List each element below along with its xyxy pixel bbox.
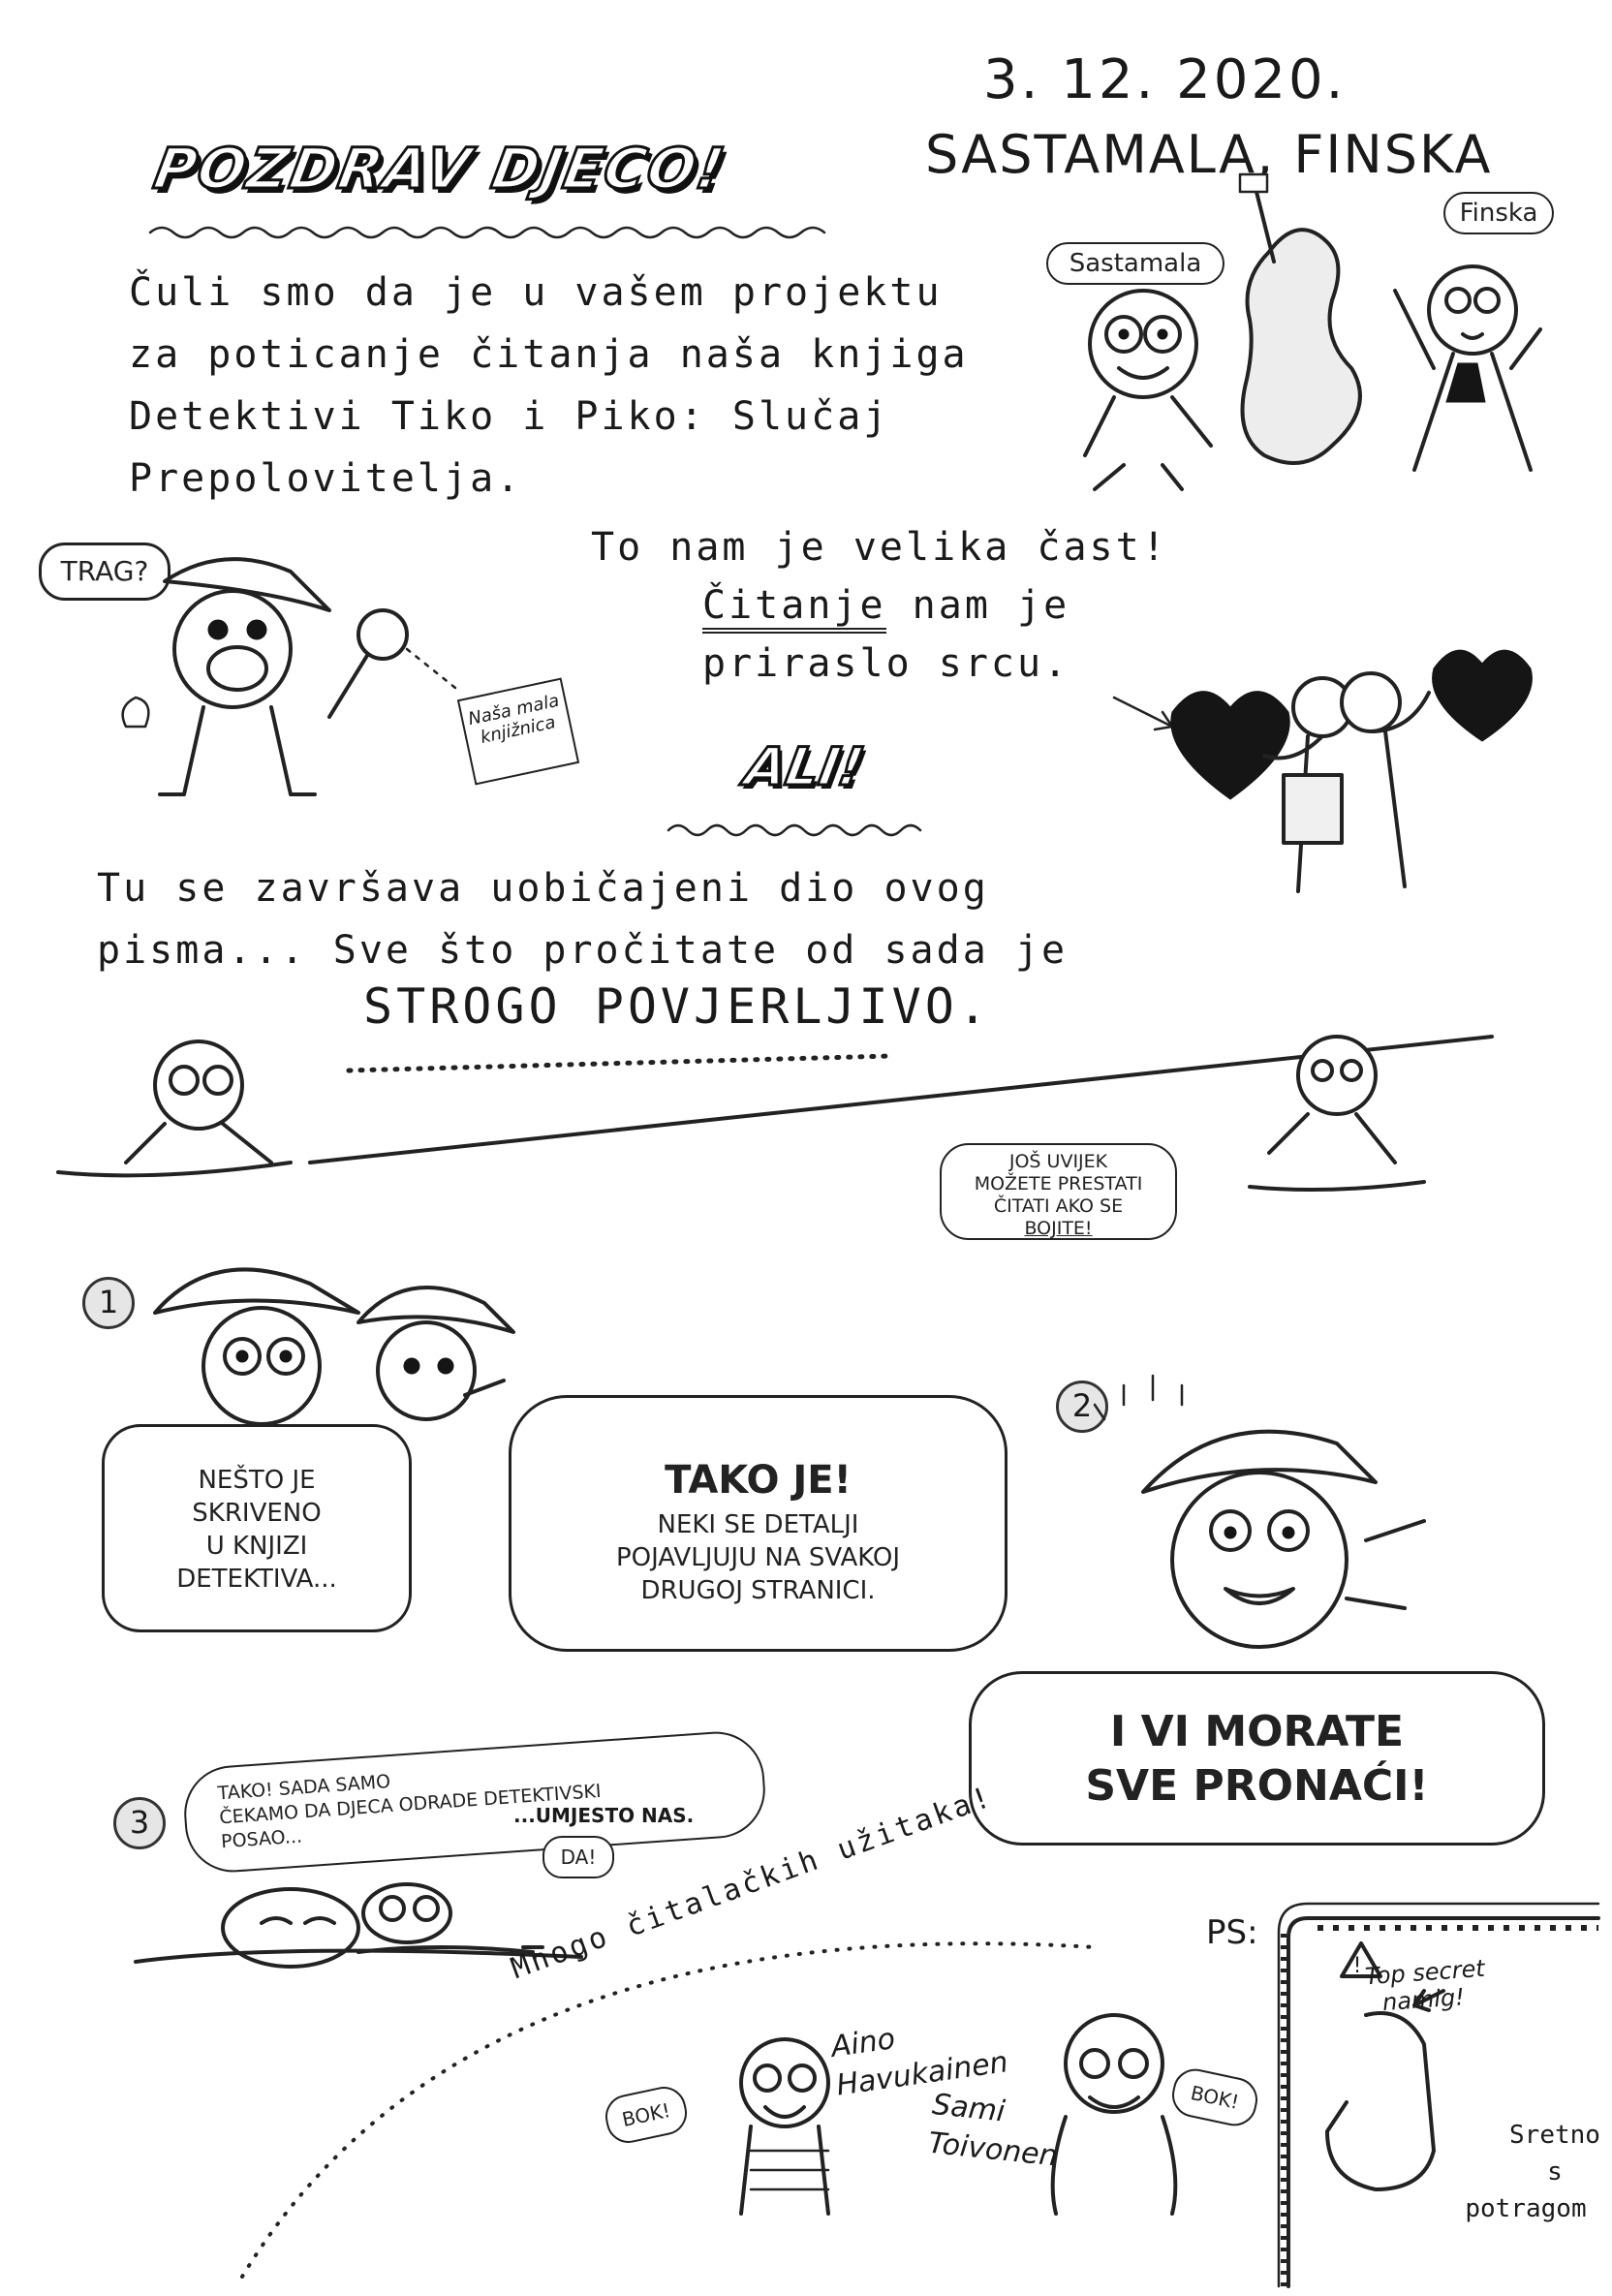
- bubble-line: SKRIVENO: [192, 1499, 322, 1528]
- warning-bubble: JOŠ UVIJEK MOŽETE PRESTATI ČITATI AKO SE…: [940, 1143, 1177, 1240]
- honor-line-2-rest: nam je: [885, 583, 1070, 628]
- ps-label: PS:: [1206, 1913, 1258, 1952]
- tako-je-heading: TAKO JE!: [665, 1458, 852, 1503]
- luck-line: potragom: [1465, 2194, 1587, 2223]
- bubble-line: NEŠTO JE: [198, 1466, 316, 1495]
- bubble-line: DETEKTIVA...: [176, 1565, 337, 1594]
- ps-panel: !: [1277, 1902, 1600, 2288]
- panel3-bubble: TAKO! SADA SAMO ČEKAMO DA DJECA ODRADE D…: [180, 1728, 769, 1876]
- ali-heading: ALI!: [739, 735, 870, 799]
- map-drawing: [1083, 172, 1542, 491]
- finland-illustration: Sastamala Finska: [1027, 172, 1569, 494]
- warning-line: MOŽETE PRESTATI: [974, 1173, 1143, 1195]
- confidential-line-2: pisma... Sve što pročitate od sada je: [97, 928, 1069, 973]
- intro-line: Detektivi Tiko i Piko: Slučaj: [129, 394, 890, 439]
- title-wavy-underline: [148, 226, 826, 239]
- good-luck-note: Sretno s potragom: [1443, 2117, 1608, 2227]
- greeting-arc: [240, 1941, 1097, 2279]
- hearts-illustration: [1112, 649, 1533, 893]
- warning-text: ČITATI AKO SE: [993, 1195, 1124, 1217]
- intro-line: za poticanje čitanja naša knjiga: [129, 332, 969, 377]
- letter-date: 3. 12. 2020.: [983, 48, 1347, 111]
- detective-magnifier-illustration: TRAG? Naša mala knjižnica: [39, 523, 601, 814]
- confidential-line-1: Tu se završava uobičajeni dio ovog: [97, 866, 989, 911]
- confidential-text: Tu se završava uobičajeni dio ovog pisma…: [97, 857, 1162, 981]
- letter-place: SASTAMALA, FINSKA: [925, 124, 1493, 185]
- honor-text: To nam je velika čast! Čitanje nam je pr…: [591, 518, 1288, 693]
- sastamala-bubble: Sastamala: [1046, 242, 1224, 285]
- authors-illustration: [739, 2013, 1178, 2216]
- intro-line: Čuli smo da je u vašem projektu: [129, 270, 943, 315]
- svg-text:!: !: [1353, 1954, 1362, 1978]
- honor-line-3: priraslo srcu.: [702, 641, 1070, 686]
- finska-bubble: Finska: [1443, 192, 1554, 234]
- warning-line: JOŠ UVIJEK: [1008, 1151, 1108, 1172]
- author-sami: Sami Toivonen: [926, 2087, 1060, 2174]
- detective-drawing: [121, 557, 457, 796]
- bubble-line: I VI MORATE: [1109, 1707, 1405, 1756]
- warning-line: ČITATI AKO SE: [942, 1195, 1175, 1218]
- bubble-line: POJAVLJUJU NA SVAKOJ: [615, 1543, 901, 1572]
- citanje-underlined: Čitanje: [702, 583, 886, 634]
- panel2-scared-detective: [1093, 1374, 1426, 1649]
- panel1-bubble-left: NEŠTO JE SKRIVENO U KNJIZI DETEKTIVA...: [102, 1424, 412, 1632]
- honor-line-2: Čitanje nam je: [591, 576, 1288, 635]
- top-secret-note: Top secret namig!: [1364, 1955, 1487, 2017]
- luck-line: s: [1547, 2157, 1563, 2187]
- intro-paragraph: Čuli smo da je u vašem projektu za potic…: [129, 262, 1039, 510]
- umjesto-nas-text: ...UMJESTO NAS.: [513, 1804, 695, 1827]
- intro-line: Prepolovitelja.: [129, 456, 523, 501]
- da-bubble: DA!: [542, 1836, 614, 1878]
- warning-line: BOJITE!: [942, 1218, 1175, 1240]
- bubble-line: U KNJIZI: [205, 1532, 308, 1561]
- panel1-detectives: [153, 1267, 515, 1426]
- strictly-confidential: STROGO POVJERLJIVO.: [363, 978, 991, 1035]
- luck-line: Sretno: [1509, 2121, 1600, 2150]
- bojite-underlined: BOJITE!: [1024, 1218, 1093, 1239]
- panel3-sleeping-detectives: [134, 1882, 583, 1969]
- panel-number-3: 3: [113, 1797, 166, 1849]
- honor-line-1: To nam je velika čast!: [591, 525, 1168, 570]
- trag-bubble: TRAG?: [39, 543, 170, 601]
- panel-number-1: 1: [82, 1277, 135, 1329]
- panel2-bubble: I VI MORATE SVE PRONAĆI!: [969, 1671, 1545, 1846]
- panel1-bubble-right: TAKO JE! NEKI SE DETALJI POJAVLJUJU NA S…: [509, 1395, 1008, 1652]
- dotted-line: [56, 1035, 1494, 1193]
- ali-wavy-underline: [666, 823, 922, 837]
- bubble-line: DRUGOJ STRANICI.: [640, 1576, 876, 1605]
- bubble-line: SVE PRONAĆI!: [1085, 1761, 1429, 1811]
- page-title: POZDRAV DJECO!: [148, 135, 732, 203]
- panel-number-2: 2: [1056, 1381, 1108, 1433]
- bubble-line: NEKI SE DETALJI: [657, 1510, 859, 1539]
